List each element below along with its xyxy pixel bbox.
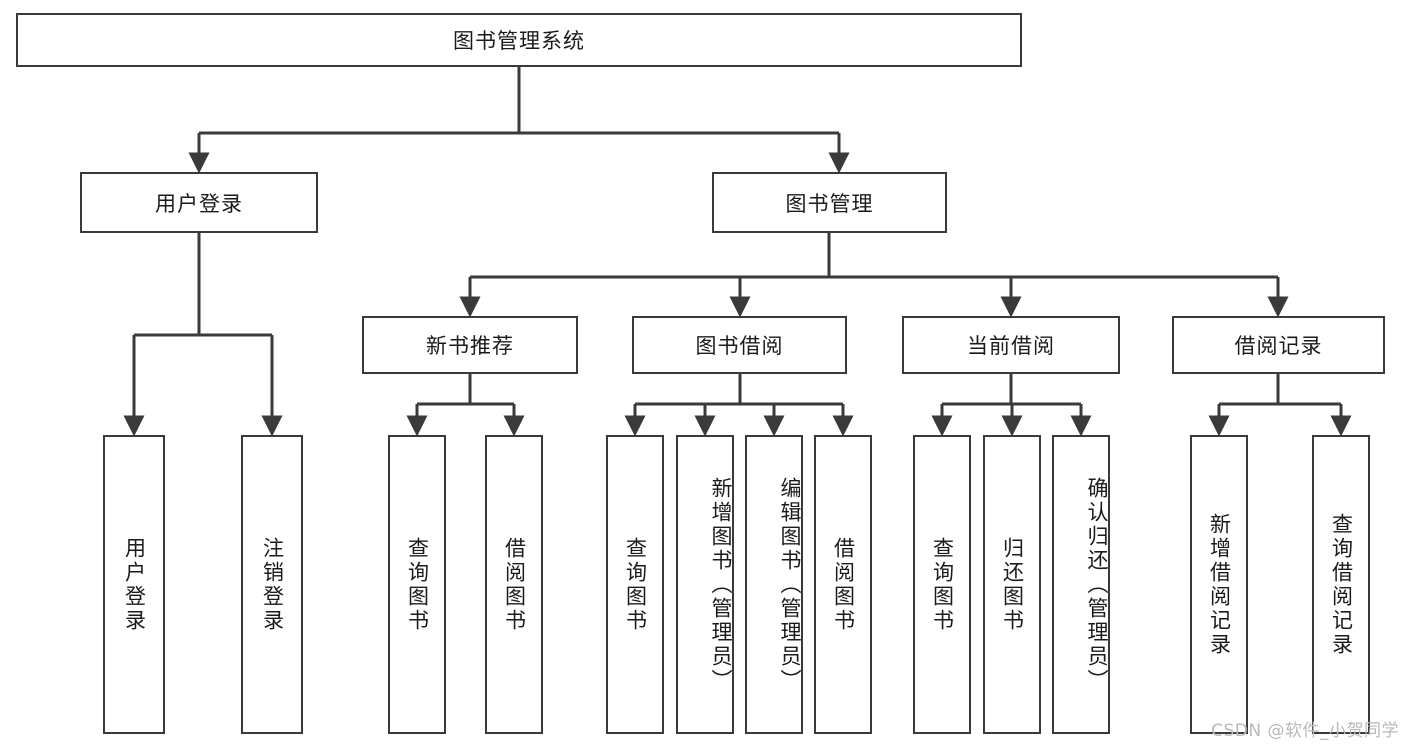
leaf-add-book-admin-label: 新增图书（管理员） bbox=[709, 476, 733, 693]
leaf-return-book-label: 归还图书 bbox=[1000, 536, 1025, 633]
leaf-confirm-return-admin-label: 确认归还（管理员） bbox=[1085, 476, 1109, 693]
edge-group-book-management bbox=[459, 233, 1289, 318]
leaf-add-borrow-record-label: 新增借阅记录 bbox=[1207, 512, 1232, 657]
leaf-query-book-borrow-label: 查询图书 bbox=[623, 536, 648, 633]
node-book-borrow-label: 图书借阅 bbox=[695, 334, 784, 358]
leaf-query-borrow-record[interactable]: 查询借阅记录 bbox=[1312, 435, 1370, 734]
leaf-edit-book-admin[interactable]: 编辑图书（管理员） bbox=[745, 435, 803, 734]
leaf-return-book[interactable]: 归还图书 bbox=[983, 435, 1041, 734]
leaf-borrow-book[interactable]: 借阅图书 bbox=[814, 435, 872, 734]
edge-group-user-login bbox=[123, 233, 283, 437]
node-current-borrow-label: 当前借阅 bbox=[967, 334, 1055, 358]
leaf-user-login-label: 用户登录 bbox=[122, 536, 147, 633]
leaf-query-book-current[interactable]: 查询图书 bbox=[913, 435, 971, 734]
leaf-query-book-newbook[interactable]: 查询图书 bbox=[388, 435, 446, 734]
node-new-book-recommend[interactable]: 新书推荐 bbox=[362, 316, 578, 374]
node-new-book-recommend-label: 新书推荐 bbox=[426, 334, 514, 358]
leaf-query-book-current-label: 查询图书 bbox=[930, 536, 955, 633]
leaf-query-borrow-record-label: 查询借阅记录 bbox=[1329, 512, 1354, 657]
node-borrow-record[interactable]: 借阅记录 bbox=[1172, 316, 1385, 374]
node-user-login[interactable]: 用户登录 bbox=[80, 172, 318, 233]
leaf-user-logout-label: 注销登录 bbox=[260, 536, 285, 633]
leaf-add-book-admin[interactable]: 新增图书（管理员） bbox=[676, 435, 734, 734]
leaf-add-borrow-record[interactable]: 新增借阅记录 bbox=[1190, 435, 1248, 734]
edge-group-borrow-record bbox=[1208, 374, 1352, 437]
node-book-management-label: 图书管理 bbox=[785, 191, 874, 216]
leaf-borrow-book-label: 借阅图书 bbox=[831, 536, 856, 633]
leaf-confirm-return-admin[interactable]: 确认归还（管理员） bbox=[1052, 435, 1110, 734]
leaf-user-logout[interactable]: 注销登录 bbox=[241, 435, 303, 734]
leaf-user-login[interactable]: 用户登录 bbox=[103, 435, 165, 734]
leaf-borrow-book-newbook-label: 借阅图书 bbox=[502, 536, 527, 633]
node-borrow-record-label: 借阅记录 bbox=[1234, 334, 1323, 358]
node-book-borrow[interactable]: 图书借阅 bbox=[632, 316, 847, 374]
edge-group-new-book bbox=[406, 374, 525, 437]
node-root[interactable]: 图书管理系统 bbox=[16, 13, 1022, 67]
leaf-query-book-newbook-label: 查询图书 bbox=[405, 536, 430, 633]
leaf-query-book-borrow[interactable]: 查询图书 bbox=[606, 435, 664, 734]
node-current-borrow[interactable]: 当前借阅 bbox=[902, 316, 1120, 374]
edge-group-book-borrow bbox=[624, 374, 854, 437]
node-book-management[interactable]: 图书管理 bbox=[712, 172, 947, 233]
csdn-watermark: CSDN @软件_小贺同学 bbox=[1211, 721, 1399, 741]
edge-group-root bbox=[188, 67, 850, 174]
node-user-login-label: 用户登录 bbox=[155, 191, 243, 216]
leaf-edit-book-admin-label: 编辑图书（管理员） bbox=[778, 476, 802, 693]
leaf-borrow-book-newbook[interactable]: 借阅图书 bbox=[485, 435, 543, 734]
edge-group-current-borrow bbox=[931, 374, 1092, 437]
node-root-label: 图书管理系统 bbox=[453, 29, 585, 53]
